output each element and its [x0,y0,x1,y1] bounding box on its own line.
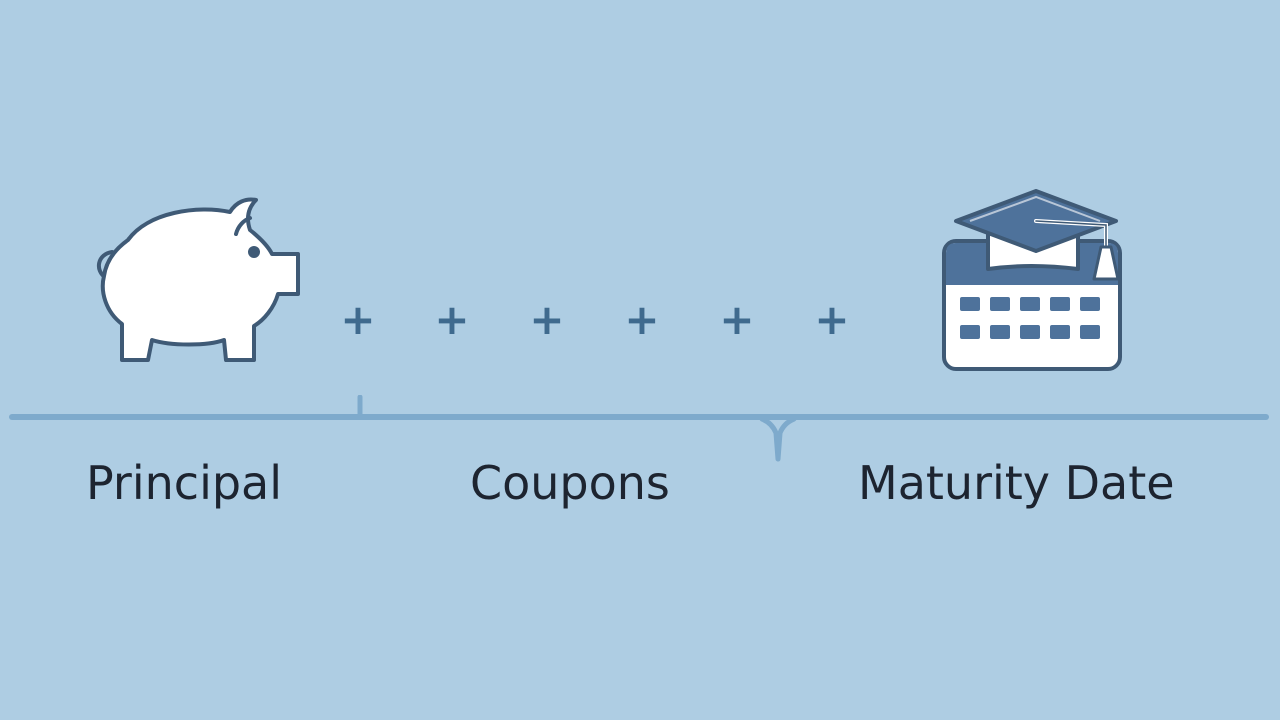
coupons-label: Coupons [470,456,670,510]
timeline-axis [9,395,1269,462]
coupon-plus-icon: + [340,295,376,344]
coupon-plus-icon: + [624,295,660,344]
coupon-plus-icon: + [434,295,470,344]
principal-label: Principal [86,456,283,510]
maturity-date-label: Maturity Date [858,456,1175,510]
piggy-bank-icon [96,197,300,362]
coupon-plus-icon: + [719,295,755,344]
calendar-graduation-cap-icon [942,189,1122,371]
coupon-plus-icon: + [529,295,565,344]
coupon-plus-icon: + [814,295,850,344]
